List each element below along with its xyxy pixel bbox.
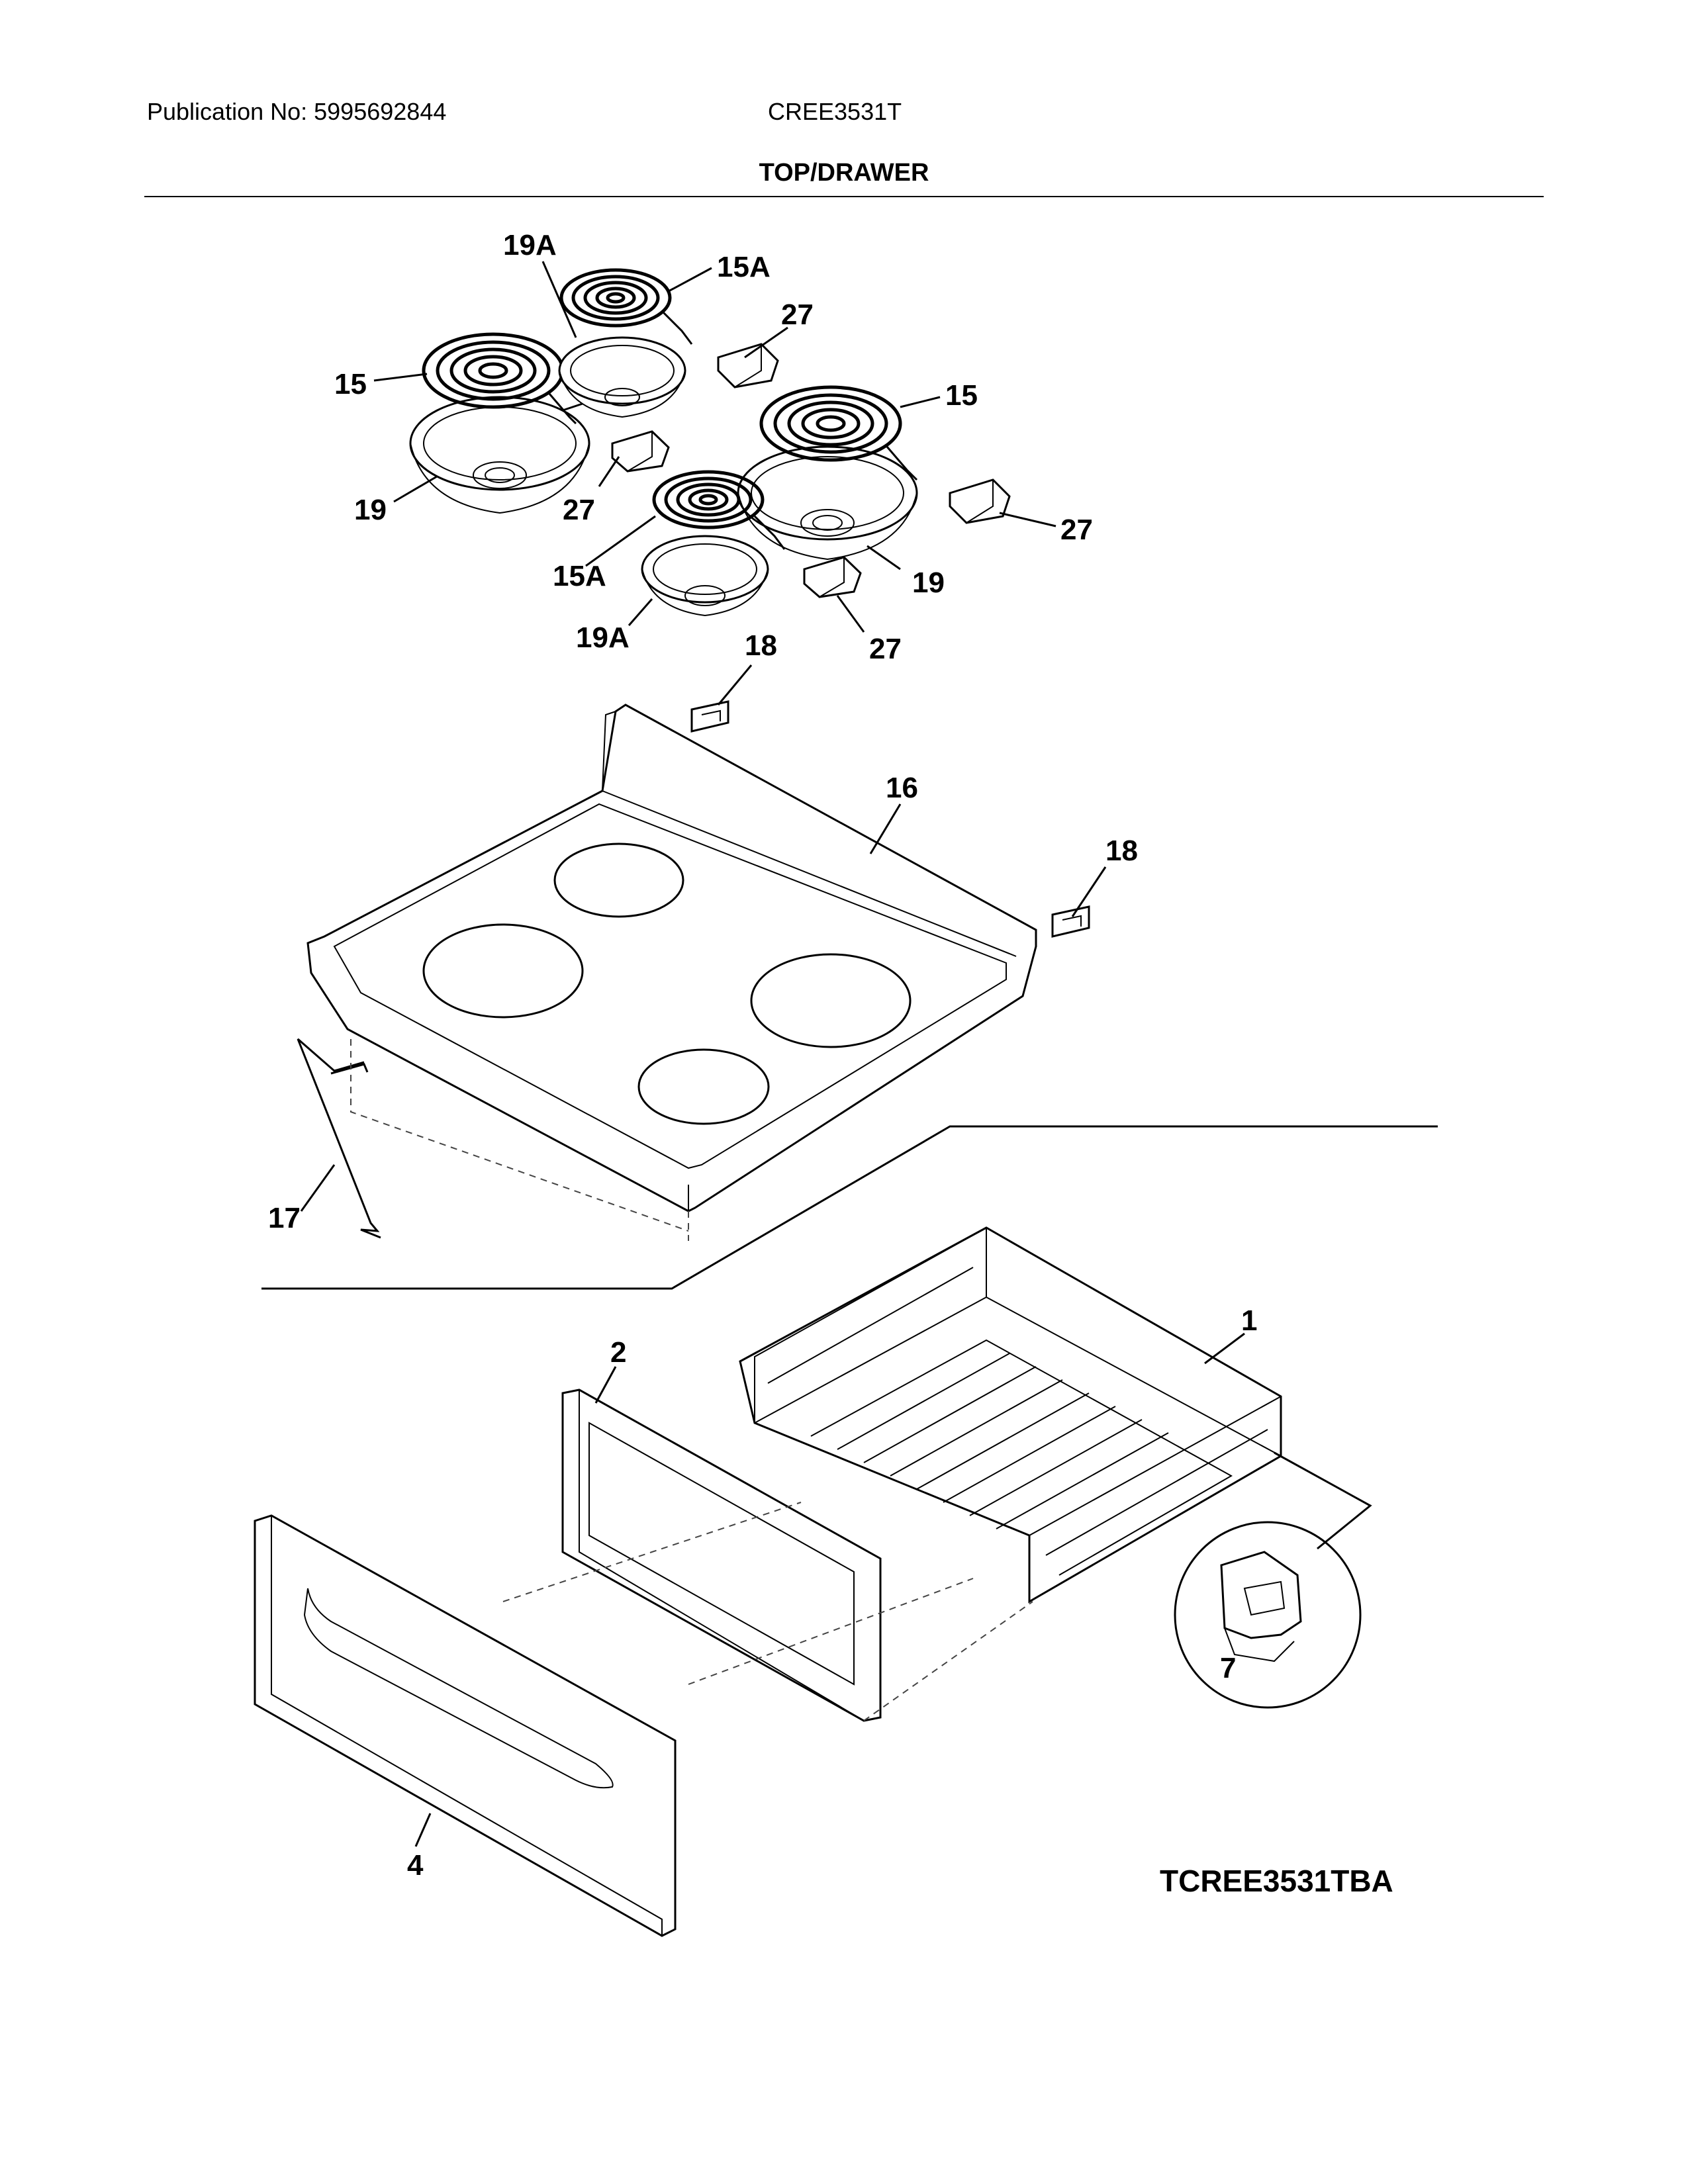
callout-18-top: 18 <box>745 629 777 662</box>
drip-bowl-19-left <box>409 396 590 514</box>
surface-element-15A-bottom <box>652 470 786 550</box>
callout-27-top: 27 <box>781 298 814 331</box>
callout-27-mid: 27 <box>563 494 595 526</box>
diagram-reference-code: TCREE3531TBA <box>1160 1864 1393 1898</box>
receptacle-27-mid <box>611 430 670 473</box>
callout-15-left: 15 <box>334 368 367 400</box>
detail-inset-7 <box>1174 1521 1362 1709</box>
receptacle-27-top <box>717 343 779 388</box>
callout-19A-top: 19A <box>503 229 557 261</box>
drawer-panel-2 <box>561 1388 882 1722</box>
callout-19-left: 19 <box>354 494 387 526</box>
callout-4: 4 <box>407 1849 424 1882</box>
bracket-18-top <box>690 700 729 733</box>
section-title: TOP/DRAWER <box>759 159 929 187</box>
callout-15-right: 15 <box>945 379 978 412</box>
publication-number: Publication No: 5995692844 <box>147 98 447 125</box>
receptacle-27-bottom <box>803 556 862 598</box>
detail-7-leader <box>1274 1451 1372 1550</box>
callout-1: 1 <box>1241 1304 1257 1337</box>
section-separator-line <box>261 1125 1438 1290</box>
main-top-16 <box>306 704 1037 1212</box>
callout-17: 17 <box>268 1202 301 1234</box>
callout-19A-bottom: 19A <box>576 621 630 654</box>
drawer-front-4 <box>254 1514 677 1937</box>
callout-19-right: 19 <box>912 567 945 599</box>
model-number: CREE3531T <box>768 98 902 125</box>
drip-bowl-19A-top <box>558 336 686 418</box>
callout-27-bottom: 27 <box>869 633 902 665</box>
surface-element-15A-top <box>559 268 693 345</box>
callout-2: 2 <box>610 1336 626 1369</box>
drip-bowl-19-right <box>737 445 918 561</box>
surface-element-15-right <box>759 385 918 481</box>
bracket-18-right <box>1051 905 1090 938</box>
callout-7: 7 <box>1220 1652 1236 1684</box>
callout-27-right: 27 <box>1060 514 1093 546</box>
callout-16: 16 <box>886 772 918 804</box>
rod-17 <box>297 1038 381 1239</box>
drip-bowl-19A-bottom <box>641 535 769 617</box>
callout-15A-bottom: 15A <box>553 560 606 592</box>
receptacle-27-right <box>949 478 1011 524</box>
drawer-1 <box>739 1226 1282 1604</box>
header-rule <box>144 196 1544 197</box>
surface-element-15-left <box>422 332 583 425</box>
callout-15A-top: 15A <box>717 251 771 283</box>
callout-18-right: 18 <box>1105 835 1138 867</box>
leader-lines <box>300 261 1245 1847</box>
